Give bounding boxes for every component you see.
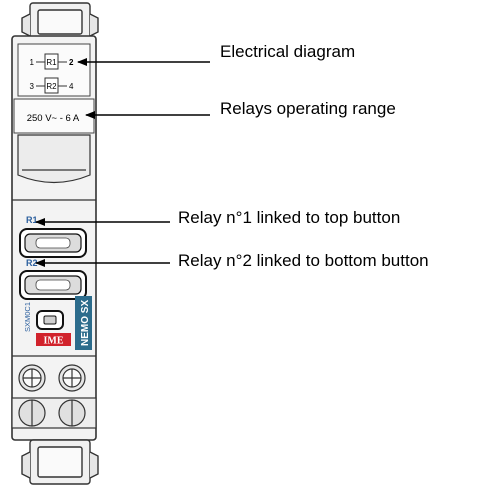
terminal-screw-bottom-right <box>58 399 86 427</box>
terminal-screw-top-left <box>18 364 46 392</box>
rating-panel: 250 V~ - 6 A <box>13 98 95 134</box>
electrical-diagram-callout: Electrical diagram <box>220 42 356 61</box>
relay-r2-symbol-label: R2 <box>46 82 57 91</box>
terminal-screw-top-right <box>58 364 86 392</box>
relay-2-button[interactable] <box>19 270 87 300</box>
terminal-4-label: 4 <box>69 82 74 91</box>
bottom-din-clip <box>21 439 99 485</box>
model-code: SXM0C1 <box>23 302 32 332</box>
svg-text:IME: IME <box>44 336 64 347</box>
operating-range-callout: Relays operating range <box>220 99 396 118</box>
relay-1-label: R1 <box>26 215 38 225</box>
ime-brand-logo: IME <box>36 333 71 347</box>
relay-2-callout: Relay n°2 linked to bottom button <box>178 251 429 270</box>
terminal-3-label: 3 <box>30 82 35 91</box>
svg-text:NEMO SX: NEMO SX <box>80 300 91 346</box>
relay-r1-symbol-label: R1 <box>46 58 57 67</box>
terminal-1-label: 1 <box>30 58 35 67</box>
relay-1-callout: Relay n°1 linked to top button <box>178 208 401 227</box>
terminal-screw-bottom-left <box>18 399 46 427</box>
rating-label: 250 V~ - 6 A <box>27 113 80 124</box>
front-cover <box>12 134 96 201</box>
electrical-diagram-panel: 1 R1 2 3 R2 4 <box>17 43 91 97</box>
terminal-2-label: 2 <box>69 58 74 67</box>
nemo-sx-badge: NEMO SX <box>75 296 92 350</box>
terminal-block <box>11 355 97 429</box>
indicator-window-icon <box>36 310 64 330</box>
relay-1-button[interactable] <box>19 228 87 258</box>
top-din-clip <box>21 2 99 40</box>
relay-2-label: R2 <box>26 258 38 268</box>
